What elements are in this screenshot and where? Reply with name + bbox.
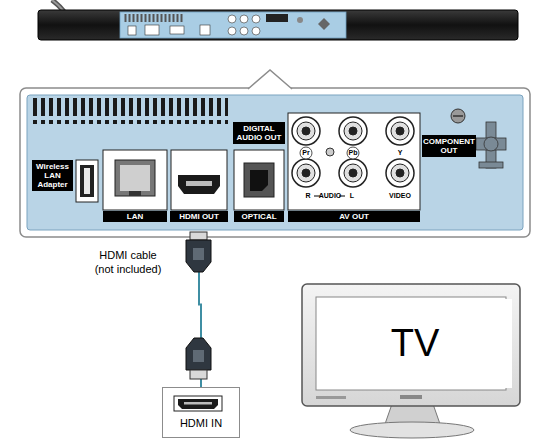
tv-buttons bbox=[316, 396, 346, 399]
connector-icon bbox=[476, 138, 506, 150]
mini-jack bbox=[240, 27, 248, 35]
rca-jacks bbox=[339, 117, 367, 145]
rca-jacks bbox=[386, 117, 414, 145]
tv-screen: TV bbox=[318, 299, 512, 388]
hdmi-in-opening bbox=[178, 399, 218, 409]
rca-jacks bbox=[349, 127, 357, 135]
node-text: TV bbox=[318, 321, 512, 365]
port-label: AV OUT bbox=[288, 211, 420, 222]
hdmi-plug bbox=[193, 248, 204, 260]
port-label: COMPONENT OUT bbox=[422, 135, 476, 157]
device-panel bbox=[120, 12, 346, 38]
jack-label: Y bbox=[398, 149, 403, 157]
device-vents bbox=[124, 14, 184, 22]
rca-jacks bbox=[292, 159, 320, 187]
rca-jacks bbox=[391, 164, 409, 182]
lan-jack bbox=[115, 160, 155, 196]
hdmi-plug bbox=[190, 232, 207, 240]
mini-port bbox=[170, 26, 184, 34]
optical-opening bbox=[250, 170, 268, 191]
connector-icon bbox=[484, 137, 498, 151]
node-text: HDMI IN bbox=[163, 417, 239, 430]
lan-clip bbox=[129, 191, 141, 196]
usb-port bbox=[76, 160, 98, 202]
hdmi-port bbox=[178, 175, 220, 194]
label-ring bbox=[347, 147, 359, 159]
jack-label: Pr bbox=[302, 149, 309, 157]
mini-jack bbox=[240, 15, 248, 23]
rca-jacks bbox=[302, 169, 310, 177]
hdmi-plug bbox=[186, 240, 211, 272]
optical-frame bbox=[234, 150, 284, 210]
rca-jacks bbox=[297, 122, 315, 140]
port-label: HDMI OUT bbox=[170, 211, 228, 222]
connector-icon bbox=[479, 162, 503, 168]
rca-jacks bbox=[339, 159, 367, 187]
tv-frame bbox=[302, 284, 520, 406]
hdmi-in-port bbox=[174, 396, 222, 411]
port-label: DIGITAL AUDIO OUT bbox=[233, 122, 285, 144]
mini-band bbox=[266, 14, 288, 22]
rca-jacks bbox=[349, 169, 357, 177]
port-label: OPTICAL bbox=[234, 211, 284, 222]
port-label: Wireless LAN Adapter bbox=[32, 160, 73, 191]
rca-jacks bbox=[344, 164, 362, 182]
hdmi-plug bbox=[190, 370, 207, 379]
mini-jack bbox=[252, 15, 260, 23]
vents bbox=[32, 98, 228, 124]
rca-jacks bbox=[292, 117, 414, 187]
edge-label: HDMI cable (not included) bbox=[89, 248, 167, 276]
zoom-frame bbox=[20, 88, 530, 237]
callout-notch bbox=[248, 70, 292, 89]
hdmi-frame bbox=[171, 150, 227, 210]
optical-port bbox=[244, 163, 274, 197]
label-ring bbox=[300, 147, 312, 159]
hdmi-in-box: HDMI IN bbox=[162, 387, 240, 438]
hdmi-in-tongue bbox=[184, 402, 212, 405]
mini-screw bbox=[297, 17, 303, 23]
av-frame bbox=[288, 113, 420, 210]
mini-jack bbox=[252, 27, 260, 35]
lan-frame bbox=[103, 150, 167, 210]
tv-stand bbox=[385, 404, 440, 424]
rca-jacks bbox=[297, 164, 315, 182]
rca-jacks bbox=[396, 127, 404, 135]
hdmi-plug bbox=[186, 232, 211, 272]
jack-label: L bbox=[350, 192, 354, 200]
small-screw bbox=[326, 148, 334, 156]
screw-slot bbox=[453, 115, 463, 117]
zoom-panel bbox=[27, 95, 523, 230]
hdmi-tongue bbox=[186, 181, 212, 186]
rca-jacks bbox=[386, 159, 414, 187]
mini-jack bbox=[228, 15, 236, 23]
jack-label: VIDEO bbox=[389, 192, 411, 200]
mini-port bbox=[128, 26, 136, 35]
rca-jacks bbox=[391, 122, 409, 140]
rca-jacks bbox=[344, 122, 362, 140]
screw bbox=[451, 109, 465, 123]
connector-icon bbox=[476, 122, 506, 168]
mini-jack bbox=[228, 27, 236, 35]
rca-jacks bbox=[292, 117, 320, 145]
lan-jack-inner bbox=[120, 165, 150, 191]
jack-label: R bbox=[305, 192, 310, 200]
mini-connector bbox=[318, 18, 330, 30]
mini-port bbox=[145, 25, 159, 35]
node-text: HDMI OUT bbox=[174, 212, 224, 221]
port-label: LAN bbox=[103, 211, 167, 222]
rca-jacks bbox=[302, 127, 310, 135]
hdmi-plug bbox=[186, 338, 211, 370]
device-body bbox=[38, 10, 518, 40]
jack-label: Pb bbox=[349, 149, 358, 157]
tv-base bbox=[350, 422, 474, 438]
rca-jacks bbox=[396, 169, 404, 177]
tv-logo bbox=[400, 395, 422, 399]
hdmi-plug bbox=[193, 350, 204, 362]
usb-tongue bbox=[84, 168, 90, 194]
usb-slot bbox=[80, 165, 94, 197]
hdmi-plug bbox=[186, 338, 211, 379]
jack-label: AUDIO bbox=[319, 192, 342, 200]
mini-port bbox=[200, 25, 210, 35]
